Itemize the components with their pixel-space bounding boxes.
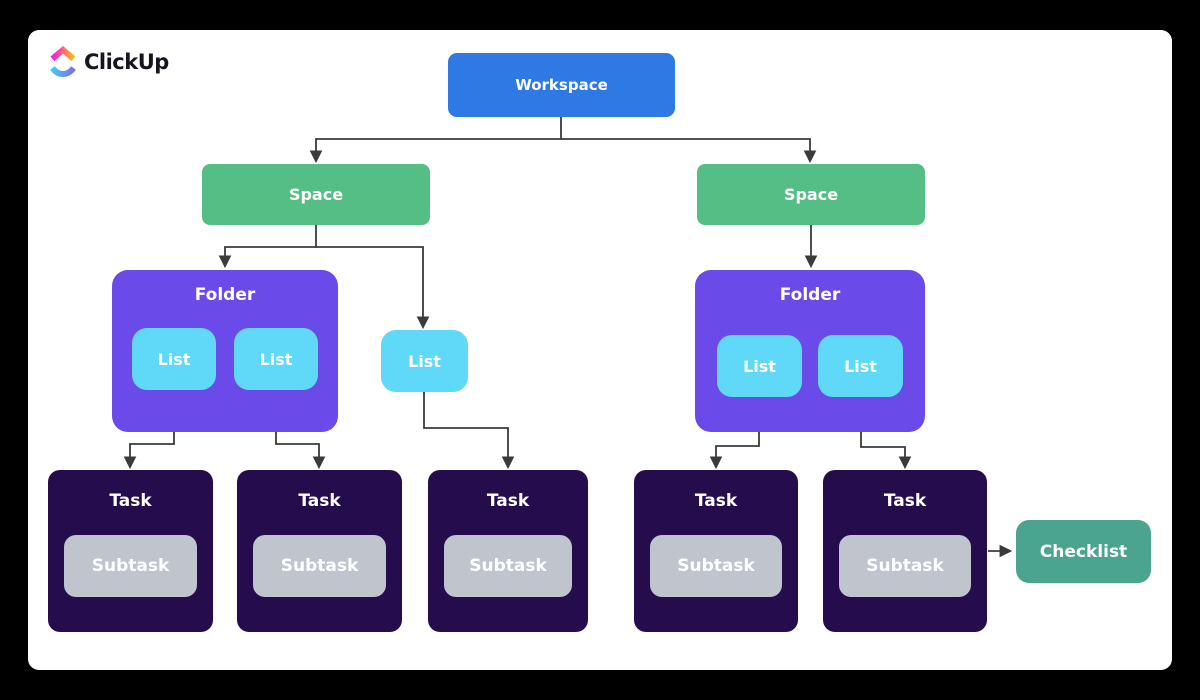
task-label: Task: [883, 491, 927, 511]
task-label: Task: [694, 491, 738, 511]
list-node-c: List: [717, 335, 802, 397]
list-label: List: [259, 349, 293, 369]
task-node-4: Task Subtask: [634, 470, 798, 632]
list-node-b: List: [234, 328, 318, 390]
task-node-1: Task Subtask: [48, 470, 213, 632]
subtask-node: Subtask: [650, 535, 782, 597]
list-label: List: [408, 351, 441, 371]
space-node-left: Space: [202, 164, 430, 225]
task-label: Task: [486, 491, 530, 511]
subtask-node: Subtask: [839, 535, 971, 597]
list-node-d: List: [818, 335, 903, 397]
list-node-a: List: [132, 328, 216, 390]
subtask-label: Subtask: [91, 556, 170, 576]
list-node-standalone: List: [381, 330, 468, 392]
task-label: Task: [298, 491, 341, 511]
clickup-wordmark: ClickUp: [84, 49, 169, 74]
subtask-label: Subtask: [280, 556, 359, 576]
workspace-node: Workspace: [448, 53, 675, 117]
list-label: List: [844, 356, 877, 376]
subtask-node: Subtask: [444, 535, 572, 597]
folder-label: Folder: [779, 285, 841, 305]
list-label: List: [157, 349, 191, 369]
subtask-label: Subtask: [677, 556, 755, 576]
task-node-5: Task Subtask: [823, 470, 987, 632]
list-label: List: [743, 356, 776, 376]
subtask-label: Subtask: [866, 556, 944, 576]
subtask-node: Subtask: [64, 535, 197, 597]
task-label: Task: [109, 491, 152, 511]
checklist-label: Checklist: [1039, 541, 1128, 562]
subtask-node: Subtask: [253, 535, 386, 597]
workspace-label: Workspace: [515, 76, 608, 94]
clickup-logo-icon: [50, 46, 76, 77]
folder-label: Folder: [194, 285, 256, 305]
space-label: Space: [288, 185, 344, 204]
task-node-2: Task Subtask: [237, 470, 402, 632]
space-node-right: Space: [697, 164, 925, 225]
task-node-3: Task Subtask: [428, 470, 588, 632]
clickup-logo: ClickUp: [50, 46, 169, 77]
space-label: Space: [783, 185, 839, 204]
checklist-node: Checklist: [1016, 520, 1151, 583]
subtask-label: Subtask: [469, 556, 547, 576]
